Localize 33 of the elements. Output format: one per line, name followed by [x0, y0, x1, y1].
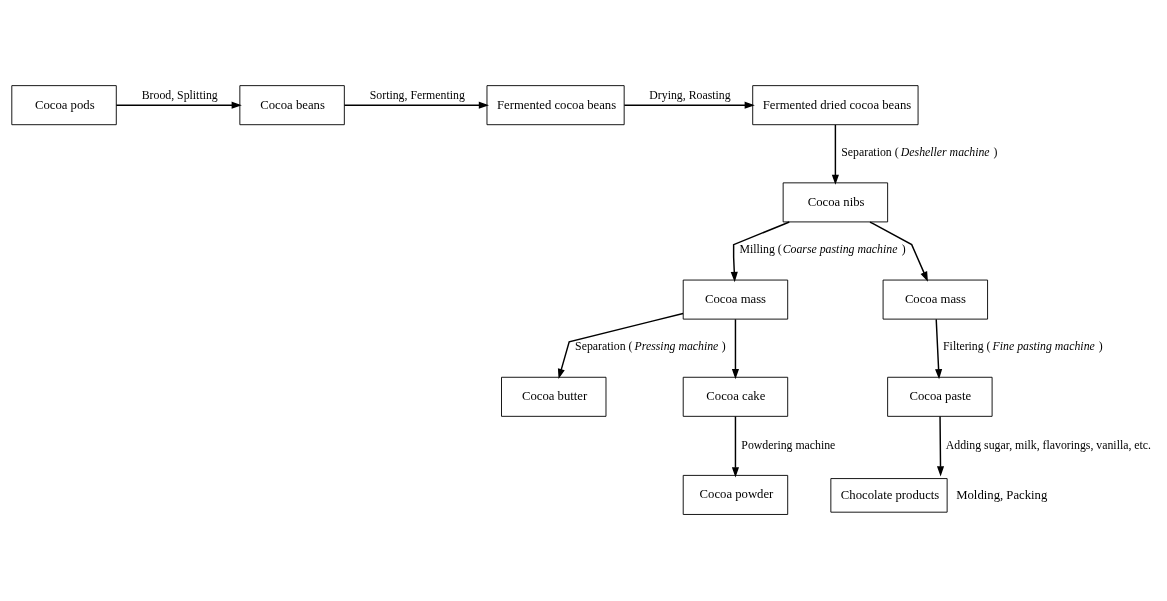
edge-label: Adding sugar, milk, flavorings, vanilla, etc. — [945, 437, 1152, 452]
node-box: Cocoa pods — [11, 85, 117, 126]
arrow — [869, 221, 928, 282]
edge-label: Powdering machine — [741, 437, 836, 452]
edge-label: Drying, Roasting — [649, 88, 731, 103]
node-box: Cocoa mass — [882, 279, 989, 320]
arrow — [343, 101, 489, 109]
arrow — [730, 221, 790, 283]
node-box: Cocoa cake — [682, 376, 789, 417]
node-box: Cocoa nibs — [782, 182, 889, 223]
arrow — [731, 415, 739, 478]
edge-label: Brood, Splitting — [141, 88, 218, 103]
node-box: Cocoa powder — [682, 474, 789, 515]
arrow — [115, 101, 242, 109]
node-box: Cocoa paste — [887, 376, 993, 417]
arrow — [831, 124, 839, 185]
edge-label: Milling (Coarse pasting machine) — [739, 242, 906, 257]
node-box: Cocoa butter — [501, 376, 607, 417]
edge-label: Sorting, Fermenting — [369, 88, 465, 103]
arrow — [623, 101, 755, 109]
edge-label: Separation (Pressing machine) — [575, 339, 726, 354]
node-box: Fermented dried cocoa beans — [752, 85, 919, 126]
node-box: Fermented cocoa beans — [486, 85, 625, 126]
edge-label: Separation (Desheller machine) — [841, 144, 998, 159]
arrow — [935, 318, 943, 380]
node-label: Molding, Packing — [956, 487, 1048, 502]
node-box: Chocolate products — [830, 478, 948, 513]
node-box: Cocoa beans — [239, 85, 345, 126]
node-box: Cocoa mass — [682, 279, 789, 320]
arrow — [936, 415, 945, 477]
edge-label: Filtering (Fine pasting machine) — [943, 339, 1103, 354]
arrow — [731, 318, 739, 380]
arrow — [557, 312, 684, 380]
